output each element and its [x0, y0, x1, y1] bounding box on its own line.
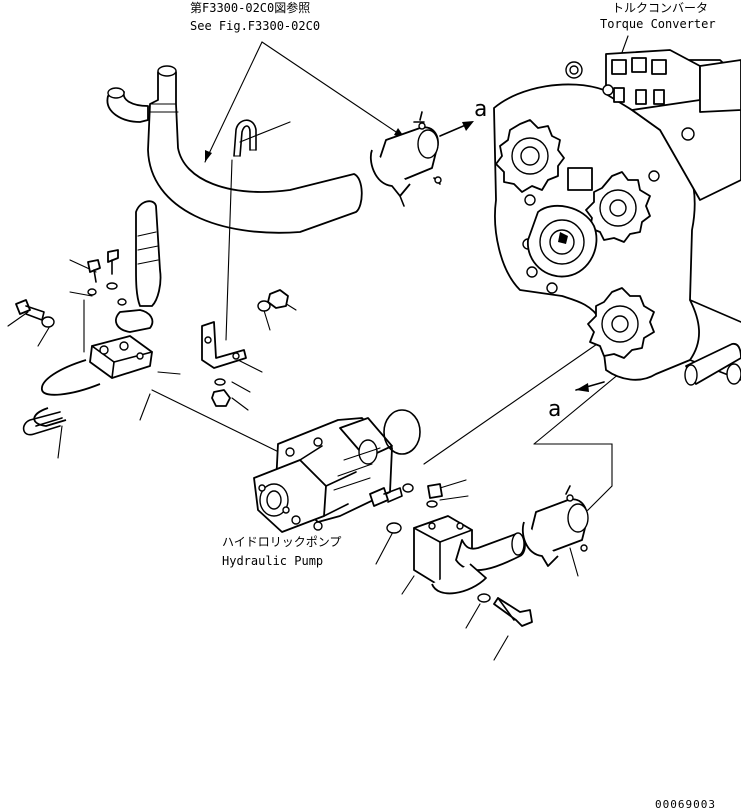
hydraulic-pump-label-en: Hydraulic Pump: [222, 554, 323, 568]
split-flange-top: [370, 111, 442, 207]
suction-hose: [106, 65, 363, 234]
elbow-block: [413, 515, 526, 595]
split-flange-bottom: [521, 485, 589, 567]
o-ring-large: [383, 409, 421, 455]
small-tube: [225, 119, 257, 341]
torque-converter-housing: [493, 49, 741, 381]
vertical-hose: [115, 200, 162, 333]
elbow-bolt: [477, 593, 533, 627]
hydraulic-pump-label-jp: ハイドロリックポンプ: [222, 535, 341, 549]
reference-label-jp: 第F3300-02C0図参照: [190, 0, 310, 15]
drawing-number: 00069003: [655, 798, 716, 811]
bracket-plate: [201, 289, 289, 407]
hydraulic-pump: [253, 417, 393, 533]
bolts-left: [15, 249, 127, 328]
part-leader-lines: [7, 121, 601, 661]
view-a-arrow-bottom: [575, 381, 605, 392]
view-a-marker-bottom: a: [548, 397, 561, 422]
reference-label-en: See Fig.F3300-02C0: [190, 19, 320, 33]
pump-bolts: [369, 483, 443, 534]
torque-converter-label-en: Torque Converter: [600, 17, 716, 31]
u-bolt: [22, 411, 63, 436]
mounting-block: [33, 335, 153, 427]
view-a-arrow-top: [439, 121, 474, 137]
torque-converter-label-jp: トルクコンバータ: [612, 1, 708, 15]
view-a-marker-top: a: [474, 97, 487, 122]
